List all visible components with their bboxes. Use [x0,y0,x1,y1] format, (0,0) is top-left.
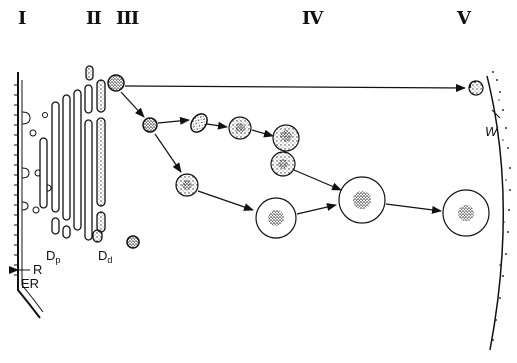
golgi-proximal-label: Dp [46,248,60,265]
secretory-granules [108,75,489,248]
golgi-stack [40,66,105,242]
er-label: ER [21,276,39,291]
wall-label: W [485,124,497,139]
ribosome-label: R [33,262,42,277]
granule-cores [182,123,474,226]
pathway-arrows [121,86,465,214]
golgi-distal-label: Dd [98,248,112,265]
